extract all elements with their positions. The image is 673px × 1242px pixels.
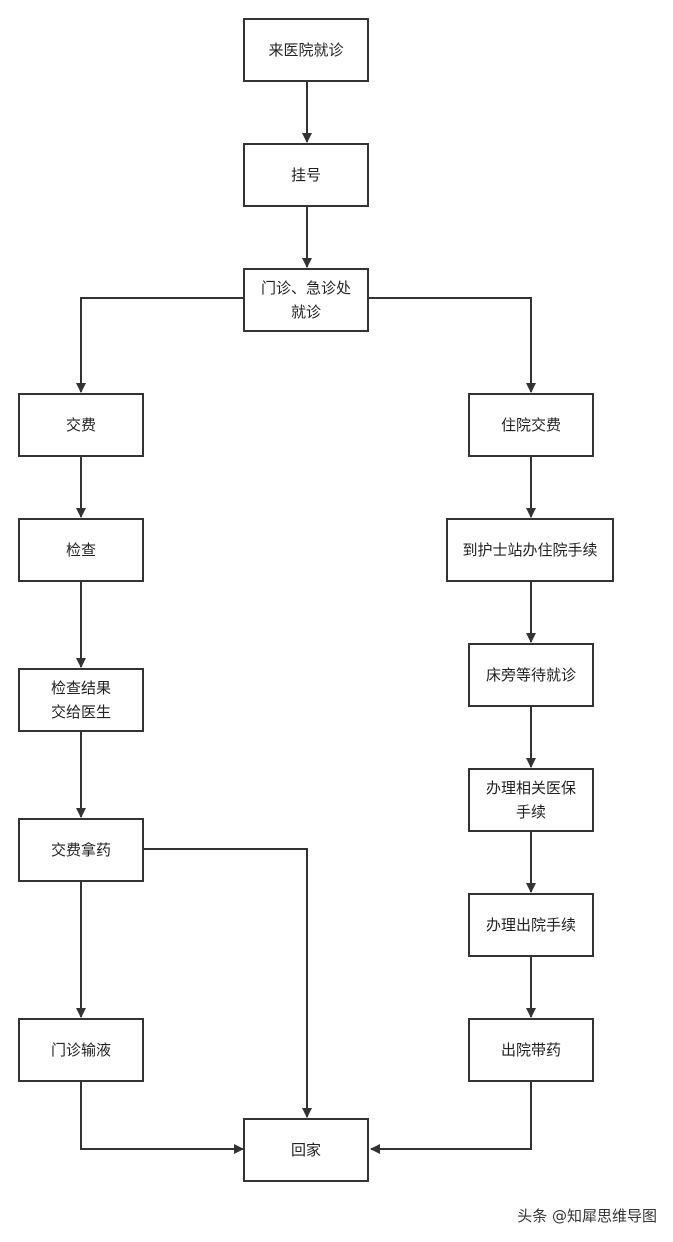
node-results-label: 检查结果 交给医生 — [50, 679, 111, 721]
node-register-label: 挂号 — [290, 166, 321, 184]
node-clinic: 门诊、急诊处 就诊 — [243, 268, 369, 332]
node-pay-label: 交费 — [65, 416, 96, 434]
node-nurse-station: 到护士站办住院手续 — [446, 518, 614, 582]
node-discharge-meds: 出院带药 — [468, 1018, 594, 1082]
node-arrive: 来医院就诊 — [243, 18, 369, 82]
edge-clinic-pay — [76, 297, 244, 393]
edge-medicine-home — [144, 848, 312, 1118]
edge-discharge-meds-home — [370, 1081, 532, 1154]
node-discharge: 办理出院手续 — [468, 893, 594, 957]
node-discharge-label: 办理出院手续 — [485, 916, 576, 934]
node-exam: 检查 — [18, 518, 144, 582]
node-arrive-label: 来医院就诊 — [268, 41, 344, 59]
node-clinic-label: 门诊、急诊处 就诊 — [260, 279, 351, 321]
node-exam-label: 检查 — [65, 541, 96, 559]
node-infusion-label: 门诊输液 — [50, 1041, 111, 1059]
watermark: 头条 @知犀思维导图 — [517, 1207, 657, 1225]
edge-infusion-home — [80, 1081, 244, 1154]
node-discharge-meds-label: 出院带药 — [500, 1041, 561, 1059]
node-bedside-label: 床旁等待就诊 — [485, 666, 576, 684]
node-register: 挂号 — [243, 143, 369, 207]
node-bedside: 床旁等待就诊 — [468, 643, 594, 707]
node-insurance-label: 办理相关医保 手续 — [485, 779, 576, 821]
node-results: 检查结果 交给医生 — [18, 668, 144, 732]
edge-clinic-inpatient-pay — [369, 297, 536, 393]
node-inpatient-pay-label: 住院交费 — [500, 416, 561, 434]
node-insurance: 办理相关医保 手续 — [468, 768, 594, 832]
node-pay: 交费 — [18, 393, 144, 457]
node-infusion: 门诊输液 — [18, 1018, 144, 1082]
node-medicine: 交费拿药 — [18, 818, 144, 882]
node-medicine-label: 交费拿药 — [50, 841, 111, 859]
node-nurse-station-label: 到护士站办住院手续 — [462, 541, 598, 559]
node-home: 回家 — [243, 1118, 369, 1182]
node-home-label: 回家 — [290, 1141, 321, 1159]
node-inpatient-pay: 住院交费 — [468, 393, 594, 457]
